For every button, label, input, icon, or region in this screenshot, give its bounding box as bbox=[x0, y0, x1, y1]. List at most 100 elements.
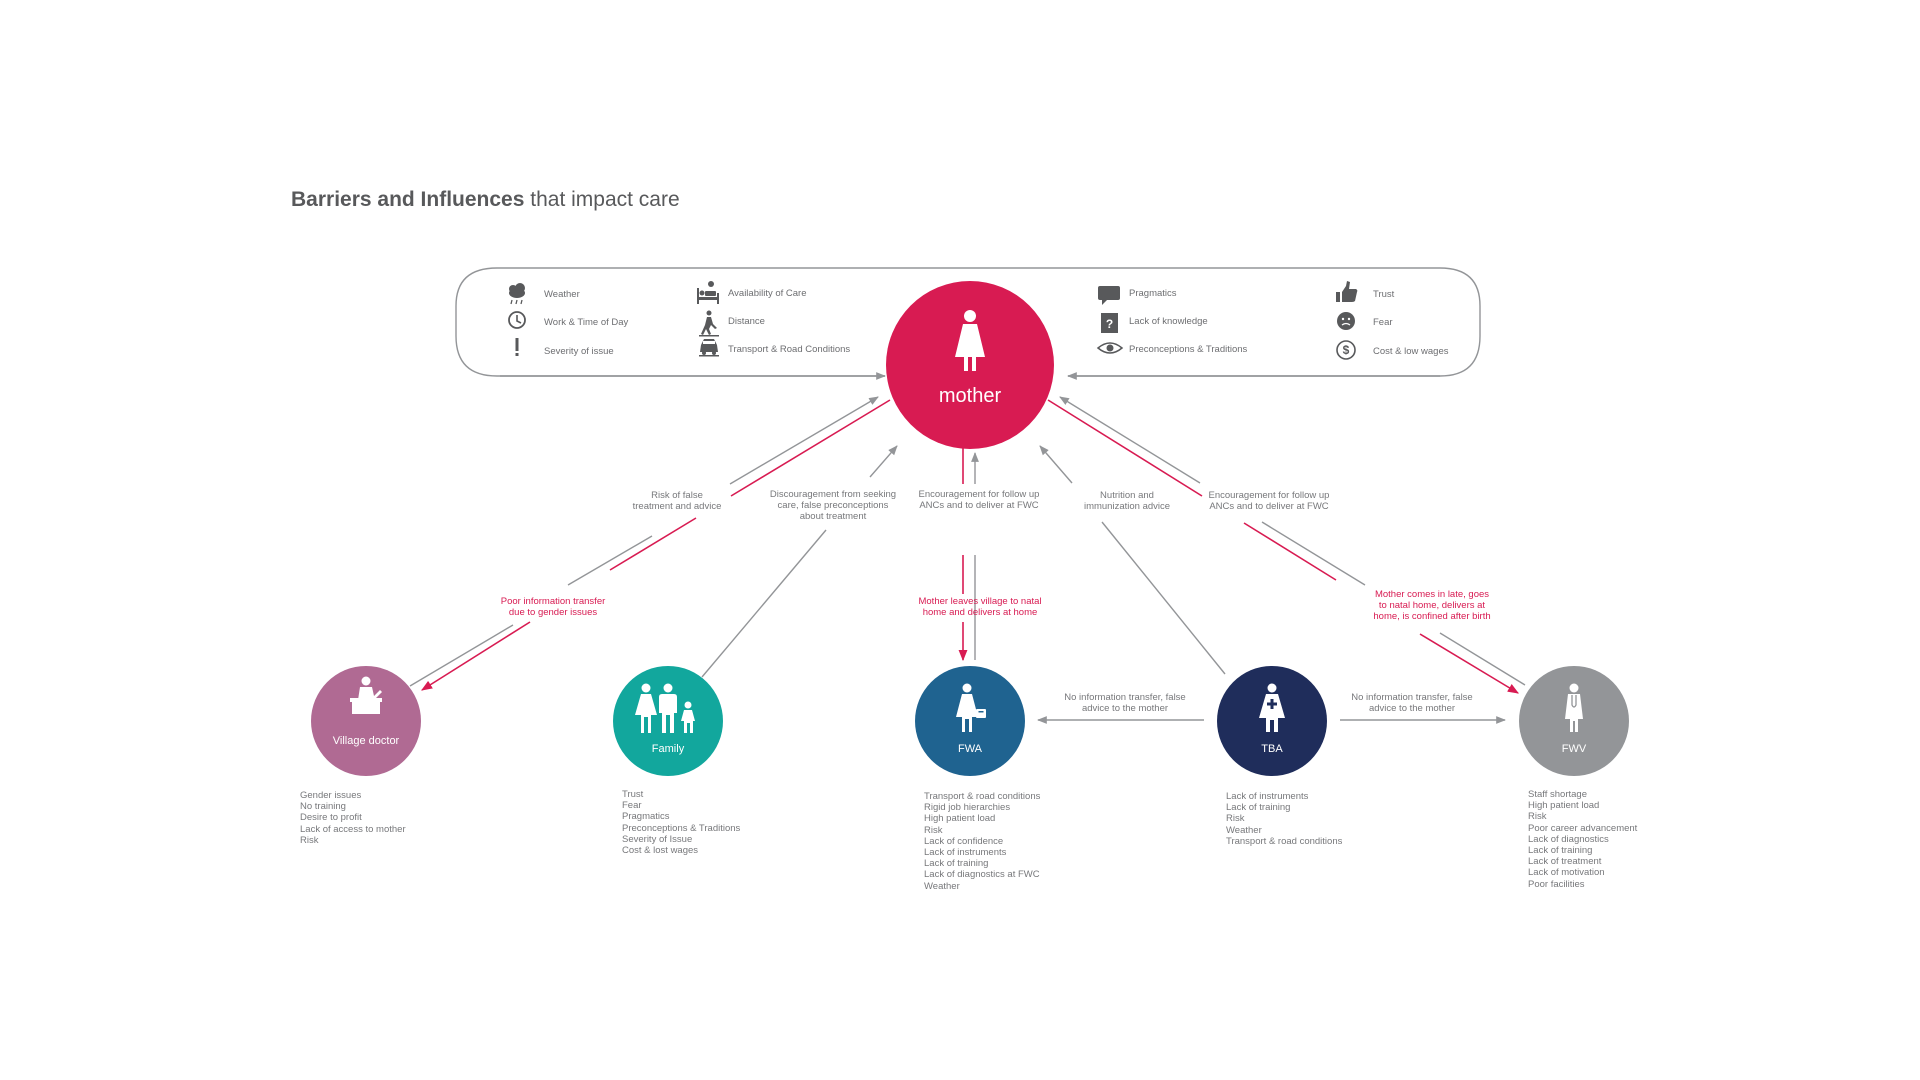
legend-frame bbox=[455, 267, 1481, 377]
list-item: Weather bbox=[924, 880, 960, 892]
list-item: Poor career advancement bbox=[1528, 822, 1638, 834]
edge-mother-to-fwv-mid bbox=[1243, 522, 1337, 581]
speech-bubble-icon bbox=[1098, 286, 1120, 305]
list-item: Lack of diagnostics bbox=[1528, 833, 1609, 845]
legend-severity: Severity of issue bbox=[544, 346, 614, 357]
list-item: Lack of instruments bbox=[924, 847, 1007, 859]
edge-mother-to-vd-lower bbox=[421, 621, 531, 691]
edge-mother-to-vd-upper bbox=[730, 399, 891, 497]
list-item: High patient load bbox=[1528, 800, 1600, 812]
mother-node bbox=[886, 281, 1054, 449]
tba-label: TBA bbox=[1261, 743, 1283, 755]
walking-person-icon bbox=[699, 310, 719, 337]
exclamation-icon bbox=[515, 338, 519, 356]
list-item: Trust bbox=[622, 789, 644, 800]
edge-family-to-mother-arrow bbox=[869, 445, 898, 478]
list-item: Risk bbox=[1226, 813, 1245, 825]
fwv-node bbox=[1519, 666, 1629, 776]
car-icon bbox=[699, 339, 719, 357]
list-item: Gender issues bbox=[300, 790, 362, 801]
legend-pragmatics: Pragmatics bbox=[1129, 288, 1177, 299]
village-doctor-factors: Gender issues No training Desire to prof… bbox=[300, 790, 406, 846]
list-item: Risk bbox=[1528, 811, 1547, 823]
list-item: Lack of instruments bbox=[1226, 791, 1309, 802]
title-bold: Barriers and Influences bbox=[291, 188, 525, 211]
edge-tba-to-mother bbox=[1101, 521, 1226, 675]
legend-preconceptions: Preconceptions & Traditions bbox=[1129, 344, 1248, 355]
question-book-icon: ? bbox=[1101, 313, 1118, 333]
legend-trust: Trust bbox=[1373, 289, 1395, 300]
list-item: Risk bbox=[300, 834, 319, 846]
list-item: Lack of access to mother bbox=[300, 823, 406, 835]
edge-fwv-to-mother-mid bbox=[1261, 521, 1366, 586]
hospital-bed-icon bbox=[697, 281, 719, 304]
clock-icon bbox=[508, 311, 526, 329]
list-item: Lack of diagnostics at FWC bbox=[924, 869, 1040, 881]
svg-text:$: $ bbox=[1343, 343, 1350, 357]
legend-lack-knowledge: Lack of knowledge bbox=[1129, 316, 1208, 327]
village-doctor-label: Village doctor bbox=[332, 735, 400, 747]
fwa-label: FWA bbox=[957, 743, 983, 755]
list-item: Desire to profit bbox=[300, 812, 362, 824]
family-factors: Trust Fear Pragmatics Preconceptions & T… bbox=[622, 789, 740, 856]
tba-nurse-icon bbox=[1259, 683, 1285, 732]
legend-availability: Availability of Care bbox=[728, 288, 807, 299]
list-item: Poor facilities bbox=[1528, 878, 1585, 890]
sad-face-icon bbox=[1337, 312, 1355, 330]
list-item: Severity of Issue bbox=[622, 833, 693, 845]
edge-fwv-to-mother-lower bbox=[1439, 632, 1526, 686]
legend-fear: Fear bbox=[1373, 317, 1393, 328]
tba-factors: Lack of instruments Lack of training Ris… bbox=[1226, 791, 1342, 847]
list-item: Rigid job hierarchies bbox=[924, 802, 1011, 814]
fwv-label: FWV bbox=[1561, 743, 1587, 755]
legend-transport: Transport & Road Conditions bbox=[728, 344, 851, 355]
fwa-node bbox=[915, 666, 1025, 776]
thumbs-up-icon bbox=[1336, 281, 1358, 302]
list-item: Fear bbox=[622, 800, 642, 812]
edge-vd-to-mother-mid bbox=[567, 535, 653, 586]
village-doctor-node bbox=[311, 666, 421, 776]
dollar-icon: $ bbox=[1336, 340, 1356, 360]
family-label: Family bbox=[651, 743, 685, 755]
list-item: Preconceptions & Traditions bbox=[622, 822, 741, 834]
doctor-desk-icon bbox=[350, 676, 382, 714]
edge-fwv-to-mother-upper bbox=[1059, 396, 1201, 484]
list-item: Risk bbox=[924, 824, 943, 836]
legend-cost: Cost & low wages bbox=[1373, 346, 1449, 357]
list-item: Transport & road conditions bbox=[1226, 835, 1343, 847]
svg-text:?: ? bbox=[1106, 317, 1113, 331]
list-item: Transport & road conditions bbox=[924, 791, 1041, 802]
edge-mother-to-fwv-upper bbox=[1047, 399, 1203, 497]
title-rest: that impact care bbox=[524, 188, 680, 211]
fwv-factors: Staff shortage High patient load Risk Po… bbox=[1528, 789, 1637, 890]
fwa-woman-bag-icon bbox=[956, 683, 986, 732]
list-item: Pragmatics bbox=[622, 811, 670, 823]
edge-family-to-mother bbox=[701, 529, 827, 678]
woman-icon bbox=[955, 310, 985, 371]
page-title: Barriers and Influences that impact care bbox=[291, 188, 680, 212]
edge-vd-to-mother-upper bbox=[729, 396, 879, 485]
edge-mother-to-vd-mid bbox=[609, 517, 697, 571]
weather-icon bbox=[509, 283, 525, 305]
list-item: Lack of training bbox=[924, 858, 989, 870]
list-item: Lack of motivation bbox=[1528, 867, 1605, 879]
family-node bbox=[613, 666, 723, 776]
family-icon bbox=[635, 683, 695, 733]
fwv-doctor-icon bbox=[1565, 683, 1583, 732]
list-item: Weather bbox=[1226, 824, 1262, 836]
list-item: High patient load bbox=[924, 813, 996, 825]
list-item: Cost & lost wages bbox=[622, 845, 699, 857]
list-item: Lack of training bbox=[1226, 802, 1291, 814]
legend-weather: Weather bbox=[544, 289, 580, 300]
